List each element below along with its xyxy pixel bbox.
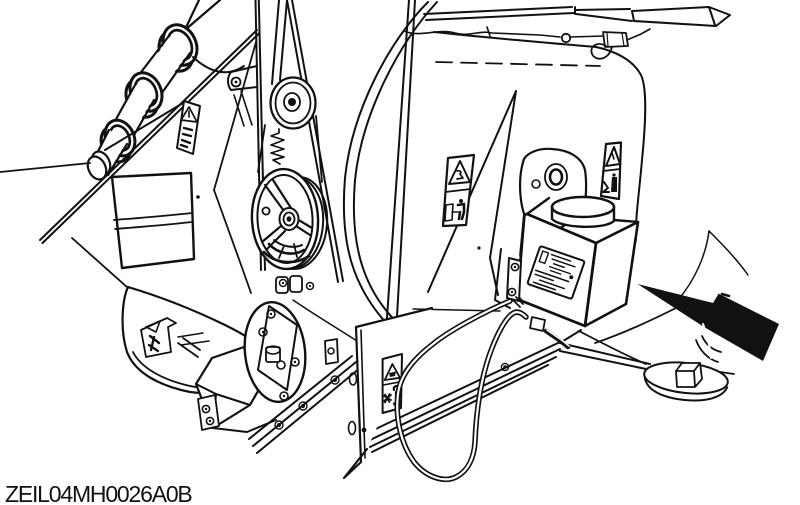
svg-text:ZEIL04MH0026A0B: ZEIL04MH0026A0B <box>5 481 192 505</box>
